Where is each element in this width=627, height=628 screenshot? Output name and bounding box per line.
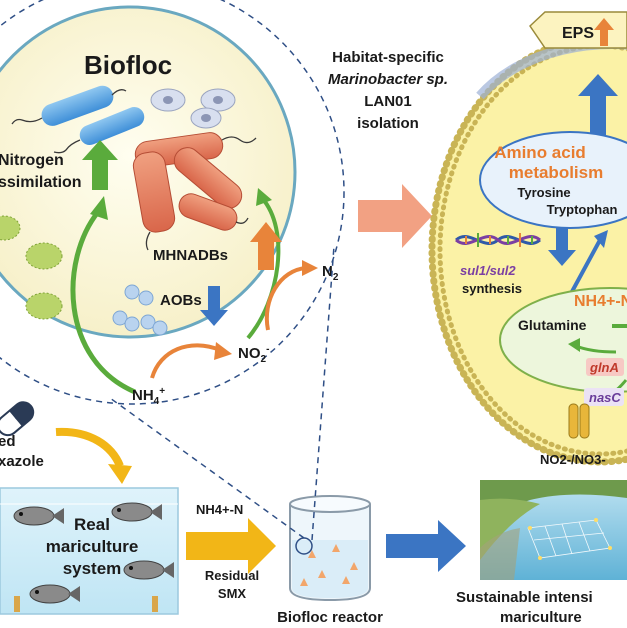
- biofloc-zoom-outline: [0, 0, 345, 405]
- sustainable-label-line2: mariculture: [500, 609, 582, 626]
- dna-helix-icon: [455, 233, 541, 247]
- drug-to-tank-arrow: [55, 427, 124, 468]
- eps-banner: EPS: [529, 11, 627, 49]
- eps-label: EPS: [562, 25, 594, 42]
- glna-label: glnA: [589, 360, 619, 375]
- isolation-line2: Marinobacter sp.: [328, 71, 448, 88]
- aerator-stones: [14, 596, 158, 612]
- isolation-arrow: [358, 184, 432, 248]
- tyrosine-label: Tyrosine: [517, 185, 570, 200]
- no2-to-mhnadb-arrow: [246, 196, 281, 340]
- biofloc-reactor-label: Biofloc reactor: [277, 609, 383, 626]
- synthesis-label: synthesis: [462, 281, 522, 296]
- mhnadbs-increase-arrow: [250, 222, 282, 270]
- sulfamethoxazole-label-line2: xazole: [0, 453, 44, 470]
- n2-label: N2: [322, 263, 339, 283]
- aobs-decrease-arrow: [200, 286, 228, 326]
- tryptophan-label: Tryptophan: [547, 202, 618, 217]
- aobs-label: AOBs: [160, 292, 202, 309]
- nitrogen-assimilation-up-arrow: [82, 140, 118, 190]
- no2-label: NO2-: [238, 344, 269, 365]
- glna-badge: [586, 358, 624, 376]
- cocci-cells: [150, 88, 236, 129]
- nitrogen-label: Nitrogen: [0, 152, 64, 169]
- isolation-line1: Habitat-specific: [332, 49, 444, 66]
- aob-bacteria: [112, 284, 168, 336]
- sul-decrease-arrow: [548, 228, 576, 266]
- mariculture-label-line3: system: [63, 559, 122, 578]
- glutamine-label: Glutamine: [518, 317, 587, 333]
- sul-genes-label: sul1/sul2: [460, 263, 516, 278]
- nasc-badge: [584, 388, 624, 406]
- nh4-label: NH4+: [132, 386, 165, 407]
- biofloc-title: Biofloc: [84, 50, 172, 80]
- no2-to-n2-arrow: [264, 266, 307, 331]
- sustainable-label-line1: Sustainable intensi: [456, 589, 593, 606]
- membrane-transporter-icon: [568, 403, 590, 439]
- amino-acid-label: Amino acid: [494, 143, 586, 162]
- blue-rod-bacteria: [11, 85, 145, 154]
- coastal-mariculture-illustration: [480, 480, 627, 580]
- capsule-pill-icon: [0, 401, 35, 437]
- cell-nh4n-label: NH4+-N: [574, 293, 627, 310]
- reactor-to-mariculture-arrow: [386, 520, 466, 572]
- blue-rod-bacterium: [79, 107, 145, 145]
- eps-increase-arrow: [594, 18, 614, 46]
- fish-icons: [13, 502, 174, 604]
- metabolism-label: metabolism: [509, 163, 603, 182]
- flow-residual-label: Residual: [205, 568, 259, 583]
- flow-smx-label: SMX: [218, 586, 247, 601]
- zoom-line-left: [109, 397, 305, 539]
- flow-nh4n-label: NH4+-N: [196, 502, 243, 517]
- no2-no3-label: NO2-/NO3-: [540, 452, 606, 467]
- green-bacteria: [0, 215, 63, 320]
- amino-to-eps-arrow: [578, 74, 618, 140]
- nasc-label: nasC: [589, 390, 621, 405]
- mhnadbs-label: MHNADBs: [153, 247, 228, 264]
- mariculture-label-line2: mariculture: [46, 537, 139, 556]
- sulfamethoxazole-label-line1: ed: [0, 433, 16, 450]
- isolation-line4: isolation: [357, 115, 419, 132]
- isolation-line3: LAN01: [364, 93, 412, 110]
- blue-rod-bacterium: [41, 85, 114, 126]
- nh4-to-assimilation-arrow: [70, 210, 136, 395]
- amino-acid-metabolism-box: [479, 131, 627, 229]
- nh4-to-no2-arrow: [150, 343, 221, 379]
- tank-to-reactor-arrow: [186, 518, 276, 574]
- zoom-line-right: [311, 245, 335, 541]
- mhnadb-bacteria-cluster: [132, 132, 257, 251]
- mariculture-label-line1: Real: [74, 515, 110, 534]
- biofloc-reactor-icon: [289, 495, 371, 602]
- assimilation-label: ssimilation: [0, 174, 82, 191]
